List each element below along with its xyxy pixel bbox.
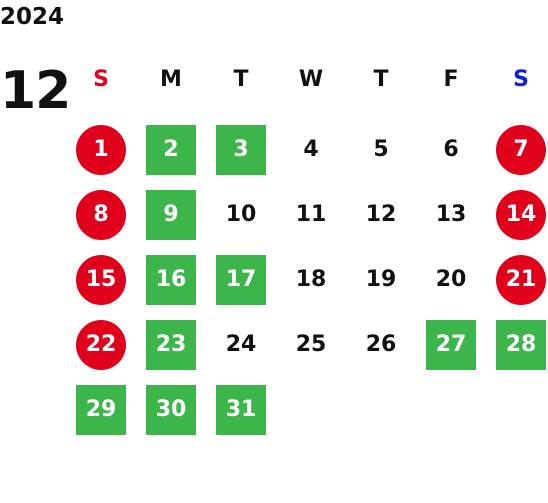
- calendar-day-12[interactable]: 12: [365, 202, 397, 227]
- calendar-day-3[interactable]: 3: [216, 125, 266, 175]
- weekday-header-thursday: T: [373, 67, 389, 92]
- calendar-day-22[interactable]: 22: [76, 320, 126, 370]
- calendar-day-17[interactable]: 17: [216, 255, 266, 305]
- calendar-day-14[interactable]: 14: [496, 190, 546, 240]
- calendar-day-20[interactable]: 20: [435, 267, 467, 292]
- calendar-day-28[interactable]: 28: [496, 320, 546, 370]
- calendar-day-18[interactable]: 18: [295, 267, 327, 292]
- calendar-day-19[interactable]: 19: [365, 267, 397, 292]
- year-label: 2024: [0, 4, 65, 30]
- calendar-day-8[interactable]: 8: [76, 190, 126, 240]
- calendar-day-13[interactable]: 13: [435, 202, 467, 227]
- calendar-day-27[interactable]: 27: [426, 320, 476, 370]
- calendar-day-26[interactable]: 26: [365, 332, 397, 357]
- calendar-day-31[interactable]: 31: [216, 385, 266, 435]
- calendar-day-21[interactable]: 21: [496, 255, 546, 305]
- month-label: 12: [0, 61, 71, 121]
- weekday-header-saturday: S: [513, 67, 529, 92]
- calendar-day-6[interactable]: 6: [443, 137, 459, 162]
- weekday-header-monday: M: [160, 67, 182, 92]
- calendar-day-9[interactable]: 9: [146, 190, 196, 240]
- calendar-day-11[interactable]: 11: [295, 202, 327, 227]
- calendar-day-1[interactable]: 1: [76, 125, 126, 175]
- calendar-day-29[interactable]: 29: [76, 385, 126, 435]
- calendar-day-7[interactable]: 7: [496, 125, 546, 175]
- weekday-header-tuesday: T: [233, 67, 249, 92]
- weekday-header-friday: F: [443, 67, 459, 92]
- calendar-day-2[interactable]: 2: [146, 125, 196, 175]
- calendar-day-15[interactable]: 15: [76, 255, 126, 305]
- calendar-day-25[interactable]: 25: [295, 332, 327, 357]
- calendar-day-30[interactable]: 30: [146, 385, 196, 435]
- weekday-header-wednesday: W: [298, 67, 324, 92]
- calendar-day-16[interactable]: 16: [146, 255, 196, 305]
- calendar-day-10[interactable]: 10: [225, 202, 257, 227]
- weekday-header-sunday: S: [93, 67, 109, 92]
- calendar-day-4[interactable]: 4: [303, 137, 319, 162]
- calendar-day-24[interactable]: 24: [225, 332, 257, 357]
- calendar-day-23[interactable]: 23: [146, 320, 196, 370]
- calendar-day-5[interactable]: 5: [373, 137, 389, 162]
